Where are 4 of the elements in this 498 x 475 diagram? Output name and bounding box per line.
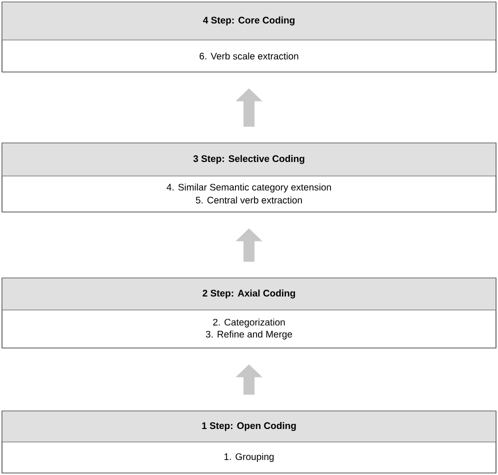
- stage-box: 1 Step: Open Coding 1. Grouping: [2, 410, 496, 474]
- stage-box: 3 Step: Selective Coding 4. Similar Semantic category extension 5. Central verb extraction: [2, 142, 496, 212]
- stage-box: 4 Step: Core Coding 6. Verb scale extraction: [2, 2, 496, 72]
- stage-box: 2 Step: Axial Coding 2. Categorization 3. Refine and Merge: [2, 278, 496, 348]
